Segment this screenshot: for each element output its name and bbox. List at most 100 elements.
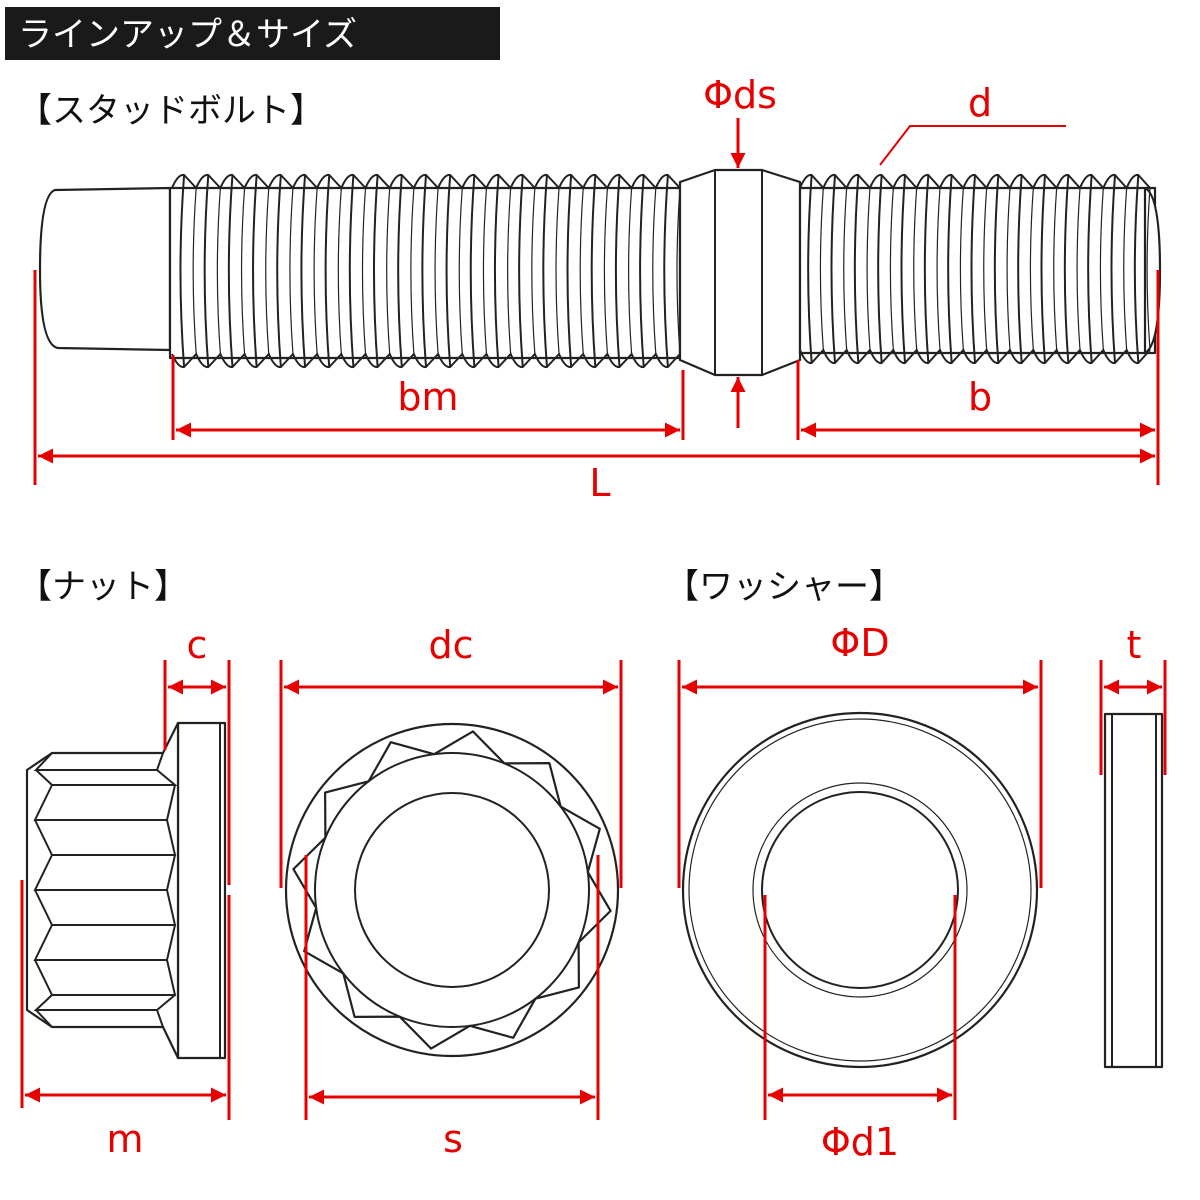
thread-crest [397,174,403,368]
label-c: c [187,623,208,667]
thread-crest [1063,174,1070,364]
section-nut: 【ナット】 [18,567,188,607]
thread-crest [1110,174,1116,364]
thread-crest [276,174,282,368]
label-bm: bm [397,375,458,419]
section-washer: 【ワッシャー】 [665,567,903,607]
thread-root [289,187,294,355]
thread-crest [348,174,355,368]
thread-crest [663,174,669,368]
thread-crest [639,174,645,368]
thread-root [482,187,488,355]
thread-root [1146,187,1151,351]
thread-crest [853,174,860,364]
thread-crest [542,174,548,368]
washer-side-dimensions: t [1099,623,1167,775]
thread-crest [179,174,186,368]
thread-crest [970,174,976,364]
thread-root [843,187,848,351]
title-bar: ラインアップ＆サイズ [5,7,500,60]
washer-front-drawing [681,711,1039,1069]
label-s: s [443,1117,463,1161]
thread-root [555,187,560,355]
thread-root [959,187,964,351]
thread-root [265,187,270,355]
thread-root [410,187,415,355]
thread-root [386,187,391,355]
thread-root [192,187,197,355]
thread-profile [171,352,681,369]
thread-root [313,187,318,355]
thread-root [983,187,988,351]
label-D: ΦD [830,621,889,665]
thread-crest [227,174,234,368]
thread-crest [830,174,836,364]
thread-crest [877,174,883,364]
stud-bolt-drawing [38,168,1162,377]
thread-crest [566,174,573,368]
label-ds: Φds [703,73,777,117]
label-d: d [968,81,992,125]
thread-profile [171,173,681,190]
thread-root [507,187,512,355]
thread-root [819,187,824,351]
nut-front-dimensions: dc s [279,623,623,1161]
thread-root [1123,187,1128,351]
nut-side-drawing [25,721,227,1060]
thread-crest [614,174,621,368]
thread-root [628,187,633,355]
nut-side-dimensions: c m [20,623,231,1161]
thread-crest [923,174,930,364]
thread-root [936,187,941,351]
thread-root [216,187,221,355]
thread-crest [203,174,210,368]
thread-crest [807,174,813,364]
label-L: L [589,461,610,505]
thread-root [889,187,894,351]
thread-crest [421,174,427,368]
thread-root [652,187,657,355]
thread-root [913,187,918,351]
label-b: b [968,375,992,419]
thread-root [458,187,463,355]
stud-dimensions: Φds d bm b L [33,73,1160,505]
label-d1: Φd1 [821,1120,899,1164]
thread-profile [799,348,1151,365]
thread-crest [324,174,331,368]
thread-crest [445,174,452,368]
washer-side-drawing [1103,712,1164,1069]
thread-root [531,187,536,355]
thread-crest [1133,174,1140,364]
thread-root [866,187,871,351]
thread-crest [993,174,1000,364]
title: ラインアップ＆サイズ [18,15,357,55]
thread-root [1006,187,1011,351]
thread-crest [518,174,524,368]
thread-crest [252,174,258,368]
thread-crest [1040,174,1046,364]
thread-crest [947,174,953,364]
twelve-point-head [292,730,612,1050]
thread-profile [799,173,1151,190]
thread-crest [1017,174,1023,364]
thread-root [676,187,681,355]
thread-root [603,187,609,355]
label-m: m [106,1117,143,1161]
thread-crest [300,174,307,368]
section-stud-bolt: 【スタッドボルト】 [18,91,324,131]
thread-root [579,187,584,355]
thread-root [361,187,367,355]
nut-front-drawing [284,722,620,1058]
thread-crest [900,174,906,364]
thread-root [434,187,439,355]
washer-front-dimensions: ΦD Φd1 [677,621,1043,1164]
label-t: t [1127,623,1142,667]
thread-root [240,187,246,355]
thread-root [1099,187,1104,351]
thread-crest [590,174,597,368]
thread-crest [493,174,500,368]
thread-crest [469,174,476,368]
thread-root [1053,187,1058,351]
thread-root [1029,187,1034,351]
